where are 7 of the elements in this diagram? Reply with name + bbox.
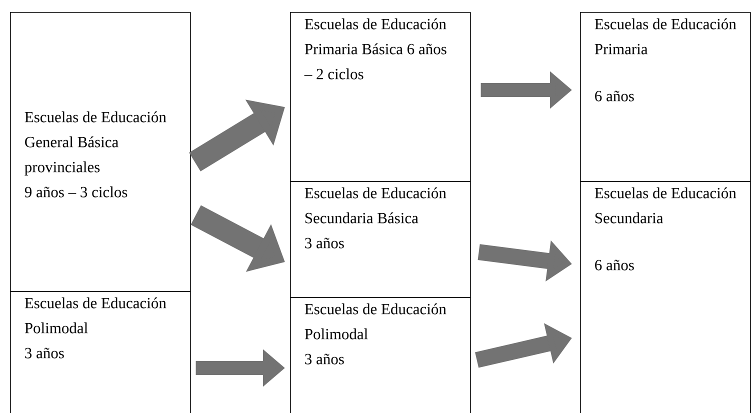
text-box: Escuelas de Educación Polimodal 3 años (290, 297, 471, 413)
text-box: Escuelas de Educación Primaria Básica 6 años – 2 ciclos (290, 12, 471, 182)
text-box: Escuelas de Educación General Básica provinciales 9 años – 3 ciclos (10, 12, 191, 292)
text-box: Escuelas de Educación Polimodal 3 años (10, 291, 191, 413)
text-box: Escuelas de Educación Primaria 6 años (580, 12, 751, 182)
text-box: Escuelas de Educación Secundaria Básica 3 años (290, 181, 471, 298)
text-box: Escuelas de Educación Secundaria 6 años (580, 181, 751, 413)
